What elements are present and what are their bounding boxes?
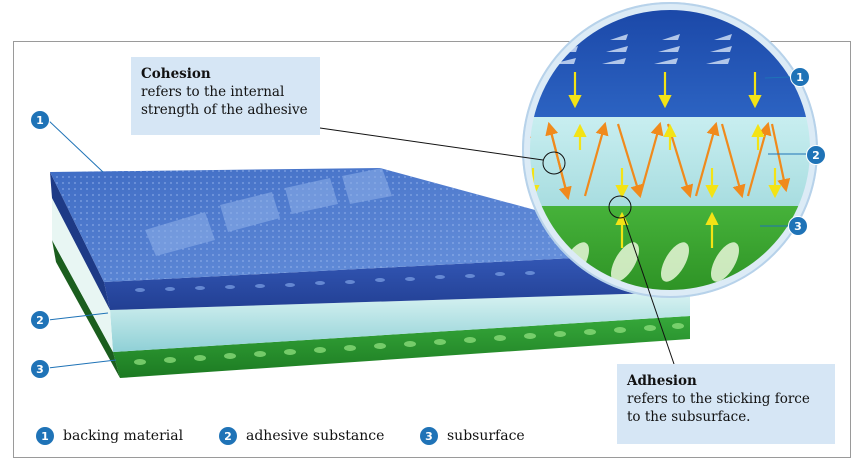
adhesion-title: Adhesion — [627, 373, 697, 389]
cohesion-focus-ring — [542, 151, 566, 175]
backing-side — [104, 252, 690, 310]
backing-top-texture — [50, 168, 690, 282]
legend-item-subsurface: 3 subsurface — [420, 427, 525, 445]
legend-label: backing material — [63, 428, 184, 444]
legend: 1 backing material 2 adhesive substance … — [0, 427, 864, 449]
adhesive-edge — [52, 198, 113, 352]
marker-1-right: 1 — [790, 67, 810, 87]
legend-label: subsurface — [447, 428, 525, 444]
marker-3-left: 3 — [30, 359, 50, 379]
marker-3-right: 3 — [788, 216, 808, 236]
marker-2-left: 2 — [30, 310, 50, 330]
cohesion-description: refers to the internal strength of the a… — [141, 84, 308, 118]
legend-badge: 1 — [36, 427, 54, 445]
adhesion-focus-ring — [608, 195, 632, 219]
backing-edge — [50, 172, 110, 310]
adhesive-side — [110, 292, 690, 352]
legend-badge: 2 — [219, 427, 237, 445]
backing-side-ovals — [135, 271, 535, 292]
cohesion-title: Cohesion — [141, 66, 211, 82]
marker-leaders — [47, 76, 807, 369]
subsurface-side-ovals — [134, 323, 684, 365]
cohesion-callout: Cohesion refers to the internal strength… — [131, 57, 320, 135]
legend-badge: 3 — [420, 427, 438, 445]
legend-item-adhesive: 2 adhesive substance — [219, 427, 384, 445]
cohesion-arrows — [527, 121, 791, 201]
adhesion-description: refers to the sticking force to the subs… — [627, 391, 810, 425]
marker-1-left: 1 — [30, 110, 50, 130]
subsurface-edge — [52, 240, 120, 378]
tesa-logo-watermark — [145, 168, 392, 256]
adhesion-callout: Adhesion refers to the sticking force to… — [617, 364, 835, 444]
tape-slab — [50, 168, 690, 378]
legend-item-backing: 1 backing material — [36, 427, 183, 445]
leader-lines — [319, 127, 675, 365]
marker-2-right: 2 — [806, 145, 826, 165]
legend-label: adhesive substance — [246, 428, 385, 444]
subsurface-side — [113, 316, 690, 378]
magnified-backing — [527, 7, 813, 117]
